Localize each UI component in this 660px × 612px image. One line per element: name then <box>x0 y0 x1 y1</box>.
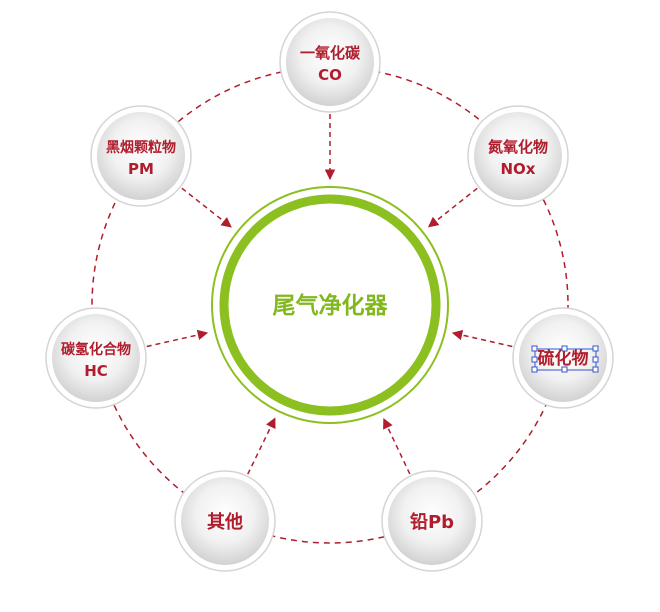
node-sulfur-inner <box>519 314 607 402</box>
node-lead-inner <box>388 477 476 565</box>
node-other-inner <box>181 477 269 565</box>
node-co-line2: CO <box>318 66 342 84</box>
node-nox-line2: NOx <box>501 160 536 178</box>
text-selection-box <box>531 345 599 373</box>
node-group: 一氧化碳 CO 氮氧化物 NOx 硫化物 <box>45 11 614 572</box>
node-pm-inner <box>97 112 185 200</box>
node-hc-inner <box>52 314 140 402</box>
arrow-group <box>146 114 513 475</box>
arrow-sulfur <box>451 329 513 348</box>
node-hc-line1: 碳氢化合物 <box>61 341 131 358</box>
node-other-line1: 其他 <box>207 511 243 533</box>
node-pm-line2: PM <box>128 160 154 178</box>
arrow-lead <box>383 417 411 475</box>
arrow-pm <box>181 187 232 228</box>
arrow-hc <box>146 329 209 348</box>
center-label: 尾气净化器 <box>273 292 389 319</box>
node-nox-inner <box>474 112 562 200</box>
node-other: 其他 <box>174 470 276 572</box>
node-pm: 黑烟颗粒物 PM <box>90 105 192 207</box>
node-co-inner <box>286 18 374 106</box>
node-sulfur-line1: 硫化物 <box>538 348 589 369</box>
node-co-line1: 一氧化碳 <box>300 44 361 62</box>
node-pm-line1: 黑烟颗粒物 <box>106 139 176 156</box>
node-sulfur: 硫化物 <box>512 307 614 409</box>
outer-dashed-ring <box>91 66 569 544</box>
arrow-nox <box>427 187 478 228</box>
center-node: 尾气净化器 <box>211 186 449 424</box>
node-lead: 铅Pb <box>381 470 483 572</box>
center-inner-ring <box>219 194 441 416</box>
node-nox: 氮氧化物 NOx <box>467 105 569 207</box>
arrow-other <box>247 417 276 475</box>
node-hc-line2: HC <box>84 362 108 380</box>
node-lead-line1: 铅Pb <box>410 511 454 533</box>
node-nox-line1: 氮氧化物 <box>488 138 548 156</box>
node-co: 一氧化碳 CO <box>279 11 381 113</box>
node-hc: 碳氢化合物 HC <box>45 307 147 409</box>
